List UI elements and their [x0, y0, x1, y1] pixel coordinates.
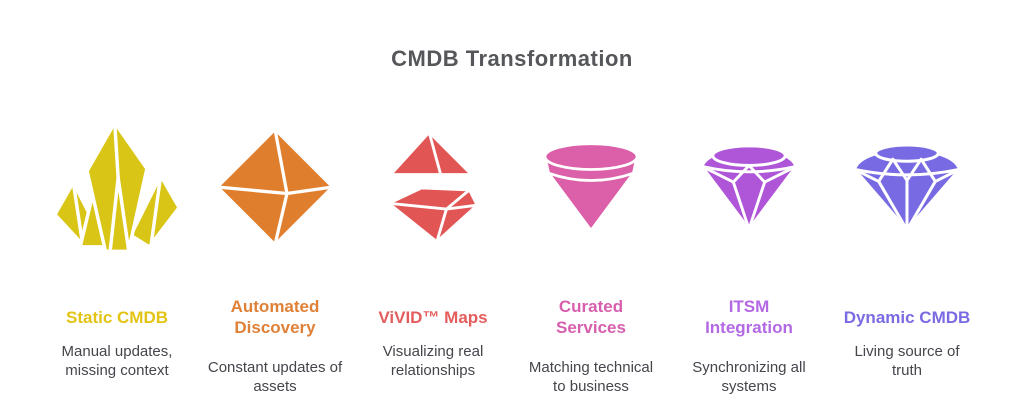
stage-description: Synchronizing all systems: [692, 359, 806, 395]
stage-label-zone: Static CMDB: [66, 294, 168, 340]
stage-curated-services: Curated Services Matching technical to b…: [512, 112, 670, 396]
faceted-diamond-icon: [698, 112, 800, 262]
stage-label-zone: ViVID™ Maps: [378, 294, 487, 340]
stage-dynamic-cmdb: Dynamic CMDB Living source of truth: [828, 112, 986, 396]
stage-description: Living source of truth: [854, 343, 960, 379]
crystal-cluster-icon: [50, 112, 184, 262]
stage-description: Matching technical to business: [528, 359, 654, 395]
stage-description: Constant updates of assets: [207, 359, 343, 395]
stage-automated-discovery: Automated Discovery Constant updates of …: [196, 112, 354, 396]
stage-row: Static CMDB Manual updates, missing cont…: [0, 112, 1024, 396]
stage-label-zone: Automated Discovery: [231, 294, 320, 340]
stage-label: ITSM Integration: [705, 297, 793, 337]
stage-label-zone: Dynamic CMDB: [844, 294, 971, 340]
diagram-title: CMDB Transformation: [391, 46, 633, 71]
stage-description: Visualizing real relationships: [382, 343, 484, 379]
stage-label: Static CMDB: [65, 307, 168, 327]
stage-itsm-integration: ITSM Integration Synchronizing all syste…: [670, 112, 828, 396]
octahedron-icon: [214, 112, 336, 262]
stage-vivid-maps: ViVID™ Maps Visualizing real relationshi…: [354, 112, 512, 396]
stage-label: Dynamic CMDB: [843, 307, 971, 327]
split-diamond-icon: [385, 112, 481, 262]
stage-label-zone: Curated Services: [556, 294, 626, 340]
stage-label: Automated Discovery: [230, 297, 320, 337]
cone-gem-icon: [537, 112, 645, 262]
stage-label-zone: ITSM Integration: [705, 294, 793, 340]
stage-label: Curated Services: [556, 297, 626, 337]
stage-static-cmdb: Static CMDB Manual updates, missing cont…: [38, 112, 196, 396]
stage-label: ViVID™ Maps: [378, 307, 488, 327]
stage-description: Manual updates, missing context: [61, 343, 173, 379]
brilliant-diamond-icon: [847, 112, 967, 262]
